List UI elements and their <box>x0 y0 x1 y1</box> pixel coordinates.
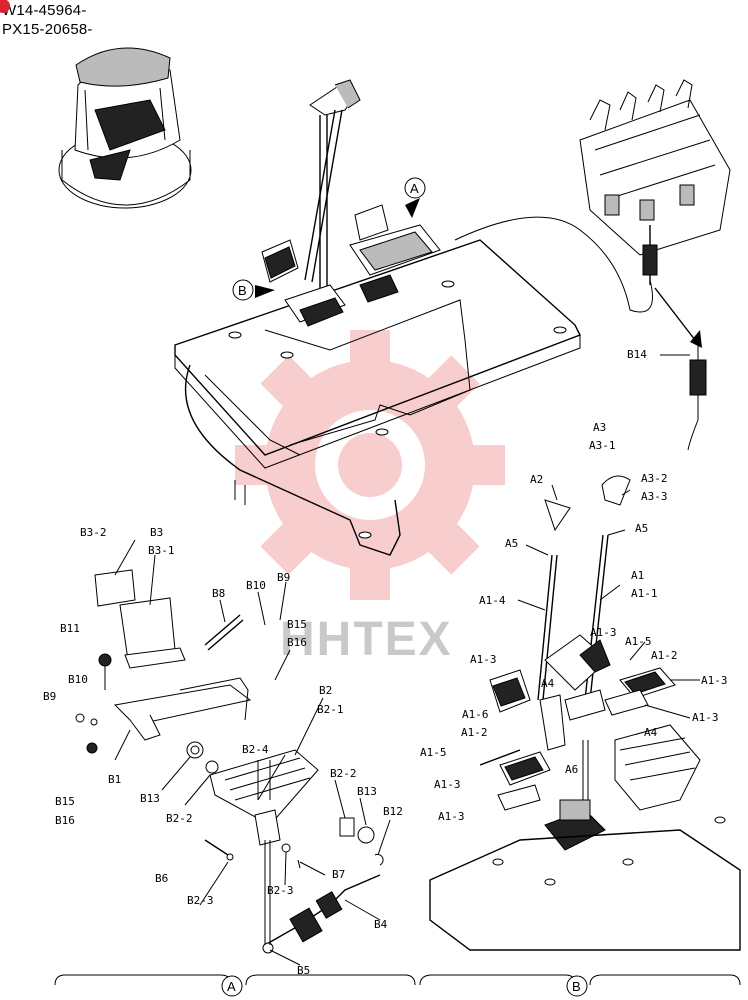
svg-text:B: B <box>572 979 581 994</box>
label-b2-2-right: B2-2 <box>330 767 357 780</box>
label-b2-1: B2-1 <box>317 703 344 716</box>
lever-a1-4 <box>537 554 553 701</box>
svg-text:A: A <box>227 979 236 994</box>
serial-range-1: W14-45964- <box>2 2 87 19</box>
serial-range-2: PX15-20658- <box>2 21 93 38</box>
label-a5-right: A5 <box>635 522 648 535</box>
knob-a3 <box>601 475 631 506</box>
cab-thumbnail <box>58 47 192 209</box>
label-b16-top: B16 <box>287 636 307 649</box>
label-a1-2-top: A1-2 <box>651 649 678 662</box>
view-b-exploded <box>429 475 741 951</box>
label-a1-3-right: A1-3 <box>701 674 728 687</box>
watermark-gear <box>235 330 505 600</box>
label-a5-left: A5 <box>505 537 518 550</box>
label-b15-left: B15 <box>55 795 75 808</box>
corner-tag <box>0 0 10 13</box>
label-b2-4: B2-4 <box>242 743 269 756</box>
pad-b3-2 <box>94 569 136 607</box>
label-b11: B11 <box>60 622 80 635</box>
bracket-b1 <box>113 684 252 726</box>
label-a1-3-right2: A1-3 <box>692 711 719 724</box>
label-b3-2: B3-2 <box>80 526 107 539</box>
label-a1-5-top: A1-5 <box>625 635 652 648</box>
label-b3: B3 <box>150 526 163 539</box>
label-a6: A6 <box>565 763 578 776</box>
watermark-text: HHTEX <box>280 613 453 666</box>
bolt-b11 <box>98 653 112 667</box>
label-b2-3-left: B2-3 <box>187 894 214 907</box>
label-b2: B2 <box>319 684 332 697</box>
view-brace-a: A <box>54 974 416 997</box>
label-b9-left: B9 <box>43 690 56 703</box>
control-valve <box>454 79 731 348</box>
svg-text:B: B <box>238 283 247 298</box>
callout-labels: B14 A3 A3-1 A3-2 A3-3 A2 A5 A5 A1 A1-1 A… <box>43 348 728 977</box>
label-a3-1: A3-1 <box>589 439 616 452</box>
pedal-b2 <box>209 749 319 826</box>
label-b14: B14 <box>627 348 647 361</box>
label-a1-3-lower1: A1-3 <box>434 778 461 791</box>
view-a-exploded <box>75 569 384 954</box>
control-levers-assembly <box>261 79 441 327</box>
view-marker-a-top: A <box>404 177 426 218</box>
view-brace-b: B <box>419 974 741 997</box>
pin-b8 <box>204 614 241 646</box>
label-a2: A2 <box>530 473 543 486</box>
label-a4-right: A4 <box>644 726 658 739</box>
label-b15-top: B15 <box>287 618 307 631</box>
label-b10-left: B10 <box>68 673 88 686</box>
label-a3-2: A3-2 <box>641 472 668 485</box>
label-b3-1: B3-1 <box>148 544 175 557</box>
label-b5: B5 <box>297 964 310 977</box>
label-b6: B6 <box>155 872 168 885</box>
label-a3-3: A3-3 <box>641 490 668 503</box>
label-a1-5-left: A1-5 <box>420 746 447 759</box>
label-b7: B7 <box>332 868 345 881</box>
label-b16-left: B16 <box>55 814 75 827</box>
cable-b14 <box>687 345 707 451</box>
label-a1-4: A1-4 <box>479 594 506 607</box>
label-b10-top: B10 <box>246 579 266 592</box>
label-b4: B4 <box>374 918 388 931</box>
label-a1-2-left: A1-2 <box>461 726 488 739</box>
label-b13-right: B13 <box>357 785 377 798</box>
label-a1-1: A1-1 <box>631 587 658 600</box>
label-b12: B12 <box>383 805 403 818</box>
label-b2-3-center: B2-3 <box>267 884 294 897</box>
label-a1: A1 <box>631 569 644 582</box>
label-a1-3-top: A1-3 <box>590 626 617 639</box>
label-b2-2-left: B2-2 <box>166 812 193 825</box>
label-b9-top: B9 <box>277 571 290 584</box>
label-a1-3-lower2: A1-3 <box>438 810 465 823</box>
label-a4-top: A4 <box>541 677 555 690</box>
knob-a2 <box>544 499 571 532</box>
label-b13-left: B13 <box>140 792 160 805</box>
label-b1: B1 <box>108 773 121 786</box>
floor-plate <box>174 239 581 556</box>
label-a3: A3 <box>593 421 606 434</box>
svg-text:A: A <box>410 181 419 196</box>
label-a1-3-left: A1-3 <box>470 653 497 666</box>
leader-lines <box>114 354 700 966</box>
label-a1-6: A1-6 <box>462 708 489 721</box>
label-b8: B8 <box>212 587 225 600</box>
view-marker-b-top: B <box>232 279 275 301</box>
